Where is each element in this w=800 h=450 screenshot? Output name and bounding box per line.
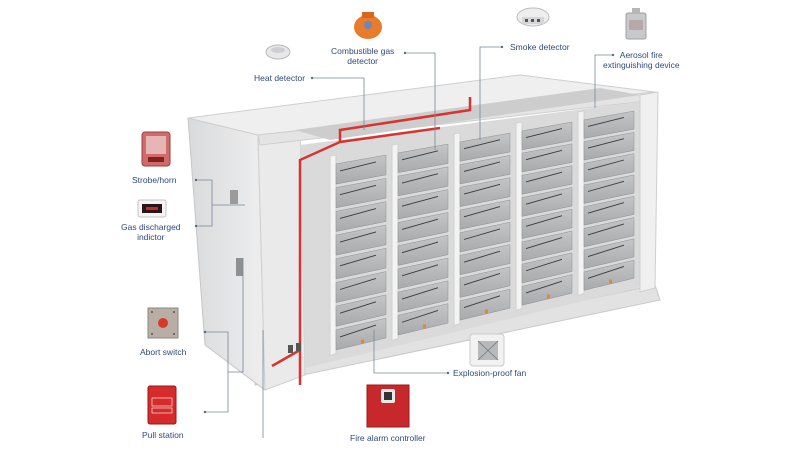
- battery-rack: [391, 143, 449, 342]
- heat-detector-label: Heat detector: [254, 73, 306, 83]
- module-handle: [587, 138, 625, 149]
- module-handle: [463, 183, 501, 195]
- gas-discharged-indicator-icon: [137, 199, 167, 218]
- gas-discharged-indicator-label: Gas discharged indictor: [121, 222, 181, 242]
- strobe-horn-label: Strobe/horn: [132, 175, 177, 185]
- rack-indicator: [423, 324, 426, 329]
- module-handle: [401, 150, 439, 161]
- module-handle: [339, 184, 377, 196]
- container-corner-post: [639, 91, 659, 293]
- module-handle: [463, 273, 501, 286]
- leader-lines: [196, 46, 613, 438]
- rack-indicator: [361, 339, 364, 344]
- abort-switch-icon: [147, 307, 179, 339]
- strobe-horn-icon: [141, 131, 171, 167]
- battery-rack: [453, 132, 511, 327]
- module-handle: [339, 231, 377, 243]
- container-end-wall: [187, 117, 306, 392]
- battery-rack: [577, 110, 635, 297]
- battery-rack: [329, 154, 387, 357]
- combustible-gas-detector-label: Combustible gas detector: [331, 46, 394, 66]
- module-handle: [401, 218, 439, 230]
- module-handle: [339, 208, 377, 219]
- module-handle: [401, 310, 439, 323]
- vent-grille: [236, 258, 243, 276]
- label-line: extinguishing device: [603, 60, 680, 70]
- module-handle: [401, 173, 439, 184]
- rack-indicator: [609, 279, 612, 284]
- rack-post: [453, 132, 461, 327]
- module-handle: [525, 280, 563, 294]
- pull-station-icon: [147, 385, 177, 425]
- module-handle: [525, 215, 563, 227]
- module-handle: [463, 228, 501, 240]
- label-line: Combustible gas: [331, 46, 395, 56]
- rack-post: [391, 143, 399, 342]
- module-handle: [525, 258, 563, 272]
- module-handle: [463, 139, 501, 150]
- cable-entry: [288, 345, 293, 353]
- aerosol-device-icon: [625, 8, 647, 40]
- rack-indicator: [485, 309, 488, 314]
- module-handle: [339, 301, 377, 314]
- module-handle: [525, 237, 563, 249]
- module-handle: [339, 254, 377, 267]
- module-handle: [401, 241, 439, 254]
- rack-post: [329, 154, 337, 357]
- rack-post: [577, 110, 585, 297]
- label-line: Aerosol fire: [619, 50, 663, 60]
- combustible-gas-detector-icon: [354, 12, 382, 39]
- cable-entry: [296, 343, 301, 351]
- module-handle: [463, 250, 501, 263]
- rack-indicator: [547, 294, 550, 299]
- label-line: detector: [347, 56, 379, 66]
- module-handle: [401, 264, 439, 277]
- module-handle: [463, 206, 501, 218]
- rack-post: [515, 121, 523, 312]
- module-handle: [463, 161, 501, 172]
- module-handle: [587, 202, 625, 214]
- explosion-proof-fan-icon: [469, 333, 505, 367]
- module-handle: [339, 278, 377, 290]
- label-line: Gas discharged: [121, 222, 181, 232]
- module-handle: [587, 223, 625, 236]
- module-handle: [587, 180, 625, 192]
- fire-alarm-controller-icon: [366, 384, 410, 428]
- module-handle: [587, 244, 625, 258]
- module-handle: [463, 295, 501, 309]
- module-handle: [401, 196, 439, 207]
- smoke-detector-icon: [516, 7, 550, 27]
- module-handle: [339, 324, 377, 338]
- abort-switch-label: Abort switch: [140, 347, 187, 357]
- module-handle: [587, 116, 625, 127]
- label-line: indictor: [137, 232, 165, 242]
- pull-station-label: Pull station: [142, 430, 184, 440]
- heat-detector-icon: [265, 44, 291, 60]
- battery-rack: [515, 121, 573, 312]
- module-handle: [525, 128, 563, 138]
- smoke-detector-label: Smoke detector: [510, 42, 570, 52]
- module-handle: [525, 193, 563, 205]
- battery-racks: [329, 110, 635, 357]
- module-handle: [339, 161, 377, 172]
- module-handle: [401, 287, 439, 300]
- explosion-proof-fan-label: Explosion-proof fan: [453, 368, 527, 378]
- container-top-frame: [187, 74, 656, 146]
- vent-grille: [230, 190, 238, 204]
- module-handle: [525, 171, 563, 183]
- module-handle: [525, 149, 563, 161]
- aerosol-fire-extinguishing-device-label: Aerosol fire extinguishing device: [603, 50, 680, 70]
- module-handle: [587, 159, 625, 171]
- module-handle: [587, 266, 625, 279]
- fire-alarm-controller-label: Fire alarm controller: [350, 433, 426, 443]
- leader-dots: [194, 45, 615, 414]
